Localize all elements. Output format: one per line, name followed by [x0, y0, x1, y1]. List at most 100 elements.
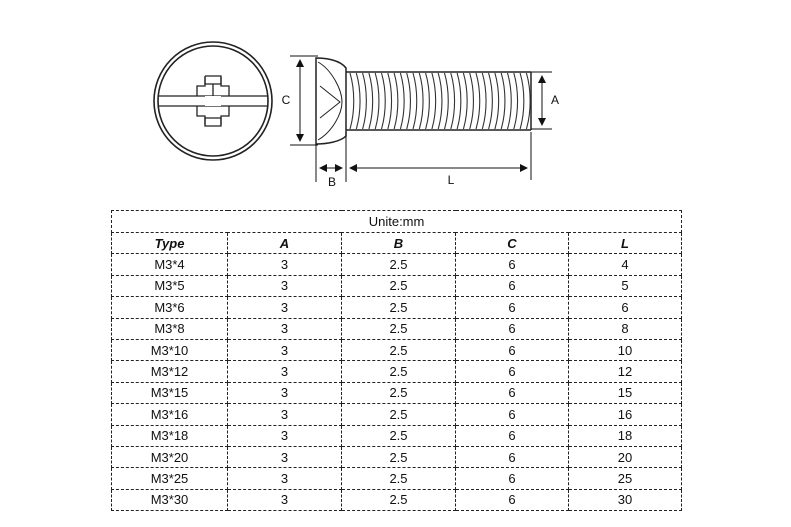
- cell-l: 20: [567, 445, 683, 469]
- cell-b: 2.5: [341, 488, 456, 512]
- thread-line: [506, 72, 512, 130]
- cell-type: M3*6: [111, 296, 228, 319]
- col-header-b: B: [341, 231, 456, 255]
- screw-diagram-svg: C A B L: [153, 41, 559, 189]
- thread-line: [418, 72, 424, 130]
- thread-line: [494, 72, 500, 130]
- cell-a: 3: [227, 296, 342, 319]
- cell-a: 3: [227, 274, 342, 298]
- dimension-lines: [290, 55, 552, 182]
- cell-b: 2.5: [341, 296, 456, 319]
- cell-c: 6: [455, 338, 569, 362]
- col-header-l: L: [567, 231, 683, 255]
- thread-line: [488, 72, 493, 130]
- cell-b: 2.5: [341, 317, 456, 340]
- thread-line: [387, 72, 393, 130]
- col-header-type: Type: [111, 231, 228, 255]
- cell-b: 2.5: [341, 338, 456, 362]
- screw-drawing: C A B L: [0, 0, 791, 200]
- thread-line: [456, 72, 462, 130]
- thread-line: [443, 72, 449, 130]
- dimension-label-a: A: [551, 93, 559, 107]
- cell-a: 3: [227, 253, 342, 276]
- cell-type: M3*12: [111, 360, 228, 383]
- cell-type: M3*15: [111, 381, 228, 405]
- cell-l: 10: [567, 338, 683, 362]
- thread-line: [431, 72, 437, 130]
- cell-c: 6: [455, 381, 569, 405]
- thread-line: [519, 72, 525, 130]
- cell-c: 6: [455, 488, 569, 512]
- cell-type: M3*4: [111, 253, 228, 276]
- thread-line: [380, 72, 386, 130]
- col-header-a: A: [227, 231, 342, 255]
- cell-c: 6: [455, 424, 569, 447]
- cell-l: 5: [567, 274, 683, 298]
- cell-c: 6: [455, 467, 569, 490]
- screw-side-view: [315, 57, 532, 145]
- thread-line: [437, 72, 443, 130]
- thread-line: [500, 72, 506, 130]
- thread-line: [412, 72, 418, 130]
- cell-b: 2.5: [341, 274, 456, 298]
- cell-c: 6: [455, 445, 569, 469]
- cell-a: 3: [227, 467, 342, 490]
- cell-a: 3: [227, 338, 342, 362]
- cell-l: 15: [567, 381, 683, 405]
- dimension-label-l: L: [448, 173, 455, 187]
- cell-l: 18: [567, 424, 683, 447]
- thread-line: [399, 72, 405, 130]
- cell-l: 8: [567, 317, 683, 340]
- screw-thread: [349, 72, 531, 130]
- cell-c: 6: [455, 274, 569, 298]
- cell-c: 6: [455, 360, 569, 383]
- cell-a: 3: [227, 381, 342, 405]
- thread-line: [481, 72, 487, 130]
- cell-a: 3: [227, 360, 342, 383]
- cell-b: 2.5: [341, 360, 456, 383]
- thread-line: [525, 72, 531, 130]
- thread-line: [462, 72, 468, 130]
- cell-b: 2.5: [341, 403, 456, 426]
- cell-l: 25: [567, 467, 683, 490]
- cell-type: M3*25: [111, 467, 228, 490]
- cell-a: 3: [227, 445, 342, 469]
- cell-b: 2.5: [341, 253, 456, 276]
- thread-line: [475, 72, 481, 130]
- cell-type: M3*10: [111, 338, 228, 362]
- cell-l: 30: [567, 488, 683, 512]
- cell-l: 16: [567, 403, 683, 426]
- cell-c: 6: [455, 403, 569, 426]
- cell-l: 6: [567, 296, 683, 319]
- thread-line: [368, 72, 374, 130]
- col-header-c: C: [455, 231, 569, 255]
- cell-a: 3: [227, 488, 342, 512]
- cell-l: 4: [567, 253, 683, 276]
- cell-a: 3: [227, 403, 342, 426]
- cell-b: 2.5: [341, 445, 456, 469]
- cell-type: M3*20: [111, 445, 228, 469]
- thread-line: [362, 72, 367, 130]
- cell-b: 2.5: [341, 424, 456, 447]
- cell-l: 12: [567, 360, 683, 383]
- cell-type: M3*18: [111, 424, 228, 447]
- table-header-row: Type A B C L: [111, 231, 683, 255]
- screw-head-top-view: [153, 41, 273, 161]
- dimension-label-c: C: [282, 93, 291, 107]
- table-unit-caption: Unite:mm: [110, 210, 683, 233]
- thread-line: [513, 72, 519, 130]
- cell-c: 6: [455, 253, 569, 276]
- thread-line: [355, 72, 361, 130]
- cell-type: M3*30: [111, 488, 228, 512]
- cell-b: 2.5: [341, 467, 456, 490]
